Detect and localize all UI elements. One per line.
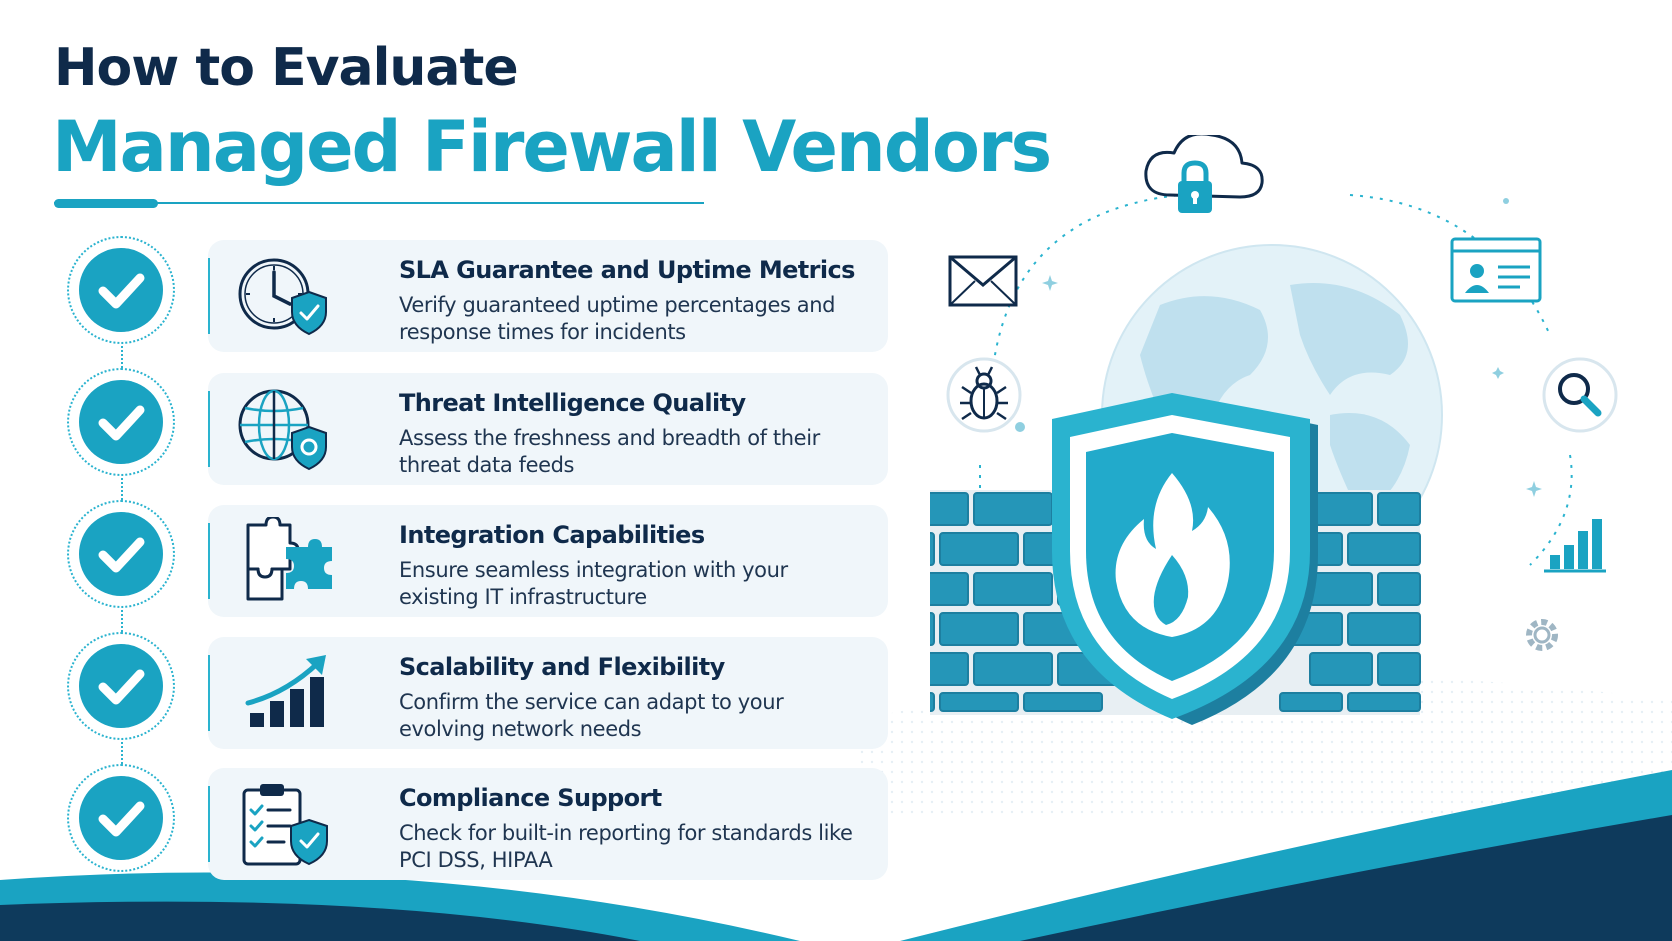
check-circle-5 — [67, 764, 175, 872]
criterion-card-integration: Integration Capabilities Ensure seamless… — [208, 505, 888, 617]
firewall-illustration — [930, 135, 1618, 725]
globe-shield-icon — [238, 389, 327, 471]
id-card-icon — [1450, 237, 1542, 303]
title-line-1: How to Evaluate — [54, 38, 519, 98]
criterion-title: Scalability and Flexibility — [399, 653, 725, 681]
card-divider — [208, 523, 210, 599]
criterion-card-compliance: Compliance Support Check for built-in re… — [208, 768, 888, 880]
check-circle-3 — [67, 500, 175, 608]
card-divider — [208, 655, 210, 731]
card-divider — [208, 258, 210, 334]
clock-shield-icon — [238, 258, 327, 336]
criterion-card-sla: SLA Guarantee and Uptime Metrics Verify … — [208, 240, 888, 352]
checkmark-icon — [98, 405, 145, 441]
criterion-title: Compliance Support — [399, 784, 662, 812]
criterion-description: Verify guaranteed uptime percentages and… — [399, 293, 836, 344]
criterion-card-threat-intel: Threat Intelligence Quality Assess the f… — [208, 373, 888, 485]
checkmark-icon — [98, 537, 145, 573]
check-circle-1 — [67, 236, 175, 344]
criterion-description: Check for built-in reporting for standar… — [399, 821, 853, 872]
bug-icon — [946, 357, 1022, 433]
card-divider — [208, 391, 210, 467]
check-circle-2 — [67, 368, 175, 476]
puzzle-icon — [246, 517, 332, 601]
growth-chart-icon — [245, 655, 326, 727]
criterion-title: SLA Guarantee and Uptime Metrics — [399, 256, 855, 284]
criterion-description: Assess the freshness and breadth of thei… — [399, 426, 820, 477]
title-line-2: Managed Firewall Vendors — [52, 106, 1052, 188]
criterion-description: Ensure seamless integration with your ex… — [399, 558, 788, 609]
checkmark-icon — [98, 801, 145, 837]
gear-icon — [1526, 619, 1558, 651]
criterion-card-scalability: Scalability and Flexibility Confirm the … — [208, 637, 888, 749]
card-divider — [208, 786, 210, 862]
checkmark-icon — [98, 669, 145, 705]
criterion-title: Threat Intelligence Quality — [399, 389, 746, 417]
criterion-description: Confirm the service can adapt to your ev… — [399, 690, 784, 741]
cloud-lock-icon — [1144, 135, 1264, 213]
title-underline-accent — [54, 199, 158, 208]
clipboard-shield-icon — [242, 784, 328, 866]
sparkle-decor — [1015, 198, 1542, 497]
criterion-title: Integration Capabilities — [399, 521, 705, 549]
check-circle-4 — [67, 632, 175, 740]
checkmark-icon — [98, 273, 145, 309]
bar-chart-icon — [1544, 519, 1606, 573]
fire-shield-icon — [1052, 393, 1318, 725]
title-underline — [54, 202, 704, 204]
magnifier-icon — [1542, 357, 1618, 433]
envelope-icon — [948, 255, 1018, 307]
